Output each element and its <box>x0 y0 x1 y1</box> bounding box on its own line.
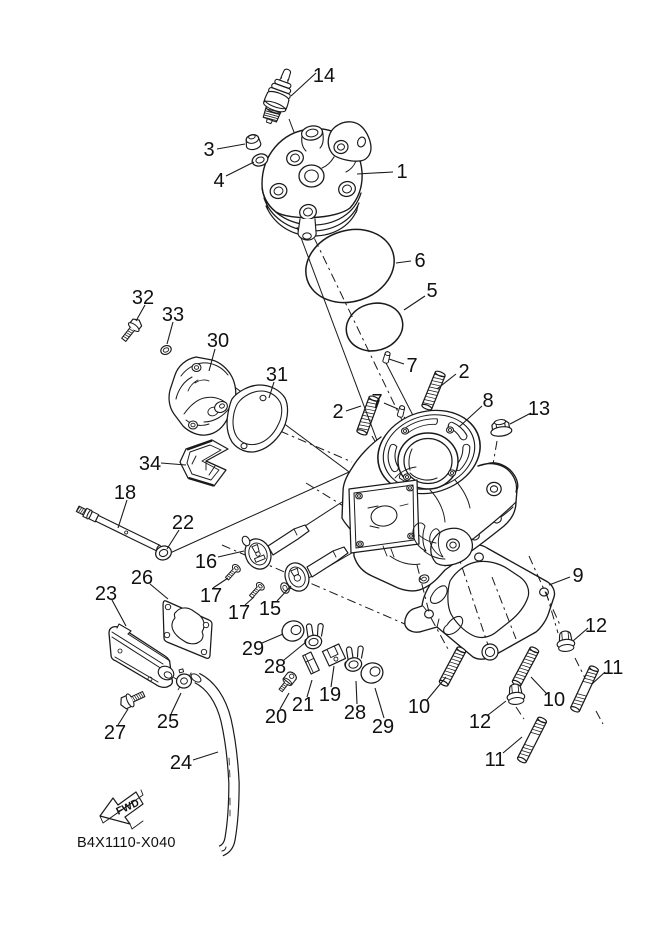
svg-text:28: 28 <box>344 702 366 724</box>
svg-text:28: 28 <box>264 656 286 678</box>
svg-text:22: 22 <box>172 512 194 534</box>
svg-text:1: 1 <box>396 161 407 183</box>
svg-text:32: 32 <box>132 287 154 309</box>
svg-text:29: 29 <box>372 716 394 738</box>
svg-text:7: 7 <box>371 391 382 413</box>
svg-text:11: 11 <box>485 749 506 771</box>
svg-text:26: 26 <box>131 567 153 589</box>
svg-text:13: 13 <box>528 398 550 420</box>
svg-text:12: 12 <box>469 711 491 733</box>
svg-text:19: 19 <box>319 684 341 706</box>
svg-text:34: 34 <box>139 453 161 475</box>
svg-text:30: 30 <box>207 330 229 352</box>
svg-text:6: 6 <box>414 250 425 272</box>
svg-text:20: 20 <box>265 706 287 728</box>
svg-text:10: 10 <box>543 689 565 711</box>
svg-text:15: 15 <box>259 598 281 620</box>
svg-text:23: 23 <box>95 583 117 605</box>
svg-text:3: 3 <box>203 139 214 161</box>
svg-text:9: 9 <box>572 565 583 587</box>
svg-text:27: 27 <box>104 722 126 744</box>
svg-text:31: 31 <box>266 364 288 386</box>
svg-text:25: 25 <box>157 711 179 733</box>
svg-text:5: 5 <box>426 280 437 302</box>
svg-text:17: 17 <box>200 585 222 607</box>
svg-text:10: 10 <box>408 696 430 718</box>
svg-text:12: 12 <box>585 615 607 637</box>
svg-text:7: 7 <box>406 355 417 377</box>
svg-text:21: 21 <box>292 694 314 716</box>
svg-text:11: 11 <box>603 657 624 679</box>
svg-text:14: 14 <box>313 65 335 87</box>
svg-text:16: 16 <box>195 551 217 573</box>
svg-text:29: 29 <box>242 638 264 660</box>
svg-text:17: 17 <box>228 602 250 624</box>
svg-text:2: 2 <box>332 401 343 423</box>
svg-text:24: 24 <box>170 752 192 774</box>
svg-text:B4X1110-X040: B4X1110-X040 <box>77 835 176 851</box>
svg-text:18: 18 <box>114 482 136 504</box>
svg-text:2: 2 <box>458 361 469 383</box>
svg-text:8: 8 <box>482 390 493 412</box>
svg-text:33: 33 <box>162 304 184 326</box>
svg-text:4: 4 <box>213 170 224 192</box>
